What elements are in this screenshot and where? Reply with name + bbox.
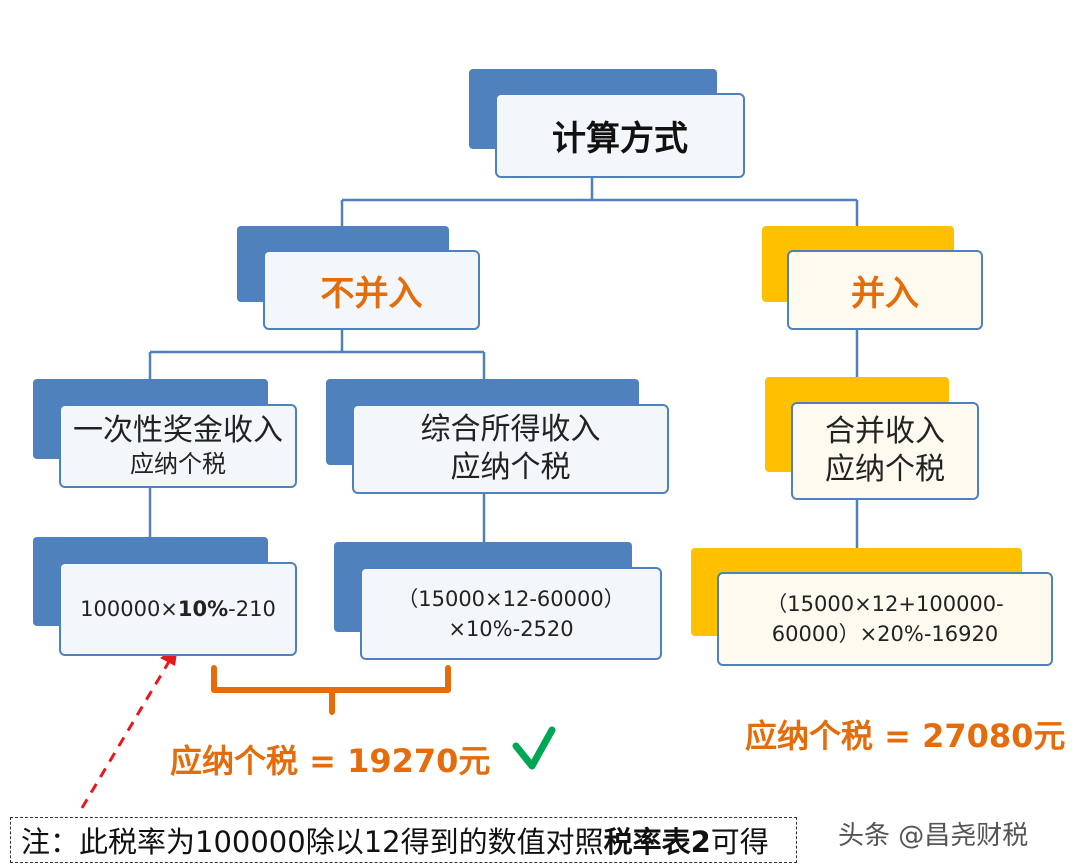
root-node: 计算方式 bbox=[495, 93, 745, 178]
merged-node: 并入 bbox=[787, 250, 983, 330]
watermark: 头条 @昌尧财税 bbox=[838, 821, 1029, 851]
merged-result: 应纳个税 = 27080元 bbox=[745, 717, 1066, 755]
orange-bracket bbox=[211, 665, 451, 715]
footnote-bold: 税率表2 bbox=[603, 825, 711, 859]
bonus-formula: 100000×10%-210 bbox=[80, 597, 276, 621]
combined-formula-line1: （15000×12+100000- bbox=[766, 592, 1004, 616]
separate-label: 不并入 bbox=[320, 273, 423, 314]
bonus-line2: 应纳个税 bbox=[130, 450, 226, 478]
root-connector bbox=[340, 178, 859, 250]
comprehensive-node: 综合所得收入 应纳个税 bbox=[352, 404, 669, 494]
dashed-arrow-line bbox=[80, 659, 172, 809]
combined-formula-line2: 60000）×20%-16920 bbox=[771, 622, 999, 646]
separate-node: 不并入 bbox=[263, 250, 480, 330]
bonus-formula-rate: 10% bbox=[177, 597, 229, 621]
check-icon bbox=[512, 726, 556, 770]
root-label: 计算方式 bbox=[552, 119, 688, 159]
comprehensive-line2: 应纳个税 bbox=[450, 450, 571, 485]
bonus-formula-suffix: -210 bbox=[228, 597, 276, 621]
combined-line2: 应纳个税 bbox=[825, 452, 945, 487]
separate-connector bbox=[148, 330, 486, 404]
combined-node: 合并收入 应纳个税 bbox=[791, 402, 979, 500]
comprehensive-formula-line2: ×10%-2520 bbox=[448, 616, 574, 641]
bonus-formula-node: 100000×10%-210 bbox=[59, 562, 297, 656]
comprehensive-formula-node: （15000×12-60000） ×10%-2520 bbox=[360, 567, 662, 660]
combined-formula-node: （15000×12+100000- 60000）×20%-16920 bbox=[717, 572, 1053, 666]
bonus-node: 一次性奖金收入 应纳个税 bbox=[59, 404, 297, 488]
footnote-suffix: 可得 bbox=[710, 825, 769, 859]
bonus-line1: 一次性奖金收入 bbox=[73, 413, 283, 448]
bonus-formula-prefix: 100000× bbox=[80, 597, 178, 621]
separate-result: 应纳个税 = 19270元 bbox=[170, 742, 491, 780]
footnote-prefix: 注：此税率为100000除以12得到的数值对照 bbox=[21, 825, 604, 859]
comprehensive-formula-line1: （15000×12-60000） bbox=[397, 586, 625, 611]
merged-label: 并入 bbox=[851, 273, 919, 314]
combined-line1: 合并收入 bbox=[825, 414, 945, 449]
comprehensive-line1: 综合所得收入 bbox=[420, 412, 601, 447]
